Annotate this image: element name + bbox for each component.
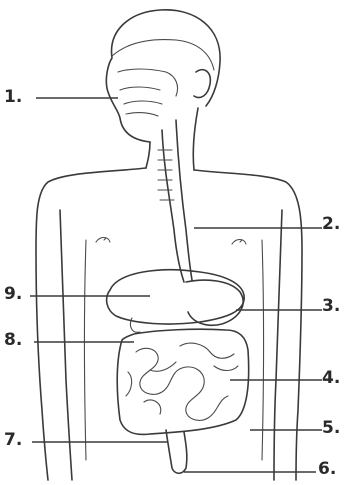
label-4: 4. bbox=[322, 370, 340, 387]
label-2: 2. bbox=[322, 216, 340, 233]
torso-right-side bbox=[262, 240, 264, 460]
esophagus bbox=[162, 120, 192, 282]
right-nipple bbox=[232, 240, 246, 245]
nasal-cavity bbox=[118, 69, 178, 116]
label-8: 8. bbox=[4, 332, 22, 349]
neck-outline bbox=[146, 108, 198, 170]
rectum bbox=[166, 430, 187, 473]
small-intestine bbox=[126, 343, 238, 420]
left-nipple bbox=[96, 238, 110, 243]
head-outline bbox=[106, 10, 220, 142]
label-1: 1. bbox=[4, 89, 22, 106]
left-shoulder-arm bbox=[36, 168, 146, 480]
left-inner-arm bbox=[60, 210, 72, 480]
label-3: 3. bbox=[322, 298, 340, 315]
label-5: 5. bbox=[322, 420, 340, 437]
hair-outline bbox=[112, 40, 214, 70]
torso-left-side bbox=[85, 240, 87, 460]
label-6: 6. bbox=[318, 461, 336, 478]
label-7: 7. bbox=[4, 432, 22, 449]
right-inner-arm bbox=[274, 210, 282, 480]
liver bbox=[107, 270, 245, 324]
label-9: 9. bbox=[4, 286, 22, 303]
ear-outline bbox=[194, 70, 210, 98]
